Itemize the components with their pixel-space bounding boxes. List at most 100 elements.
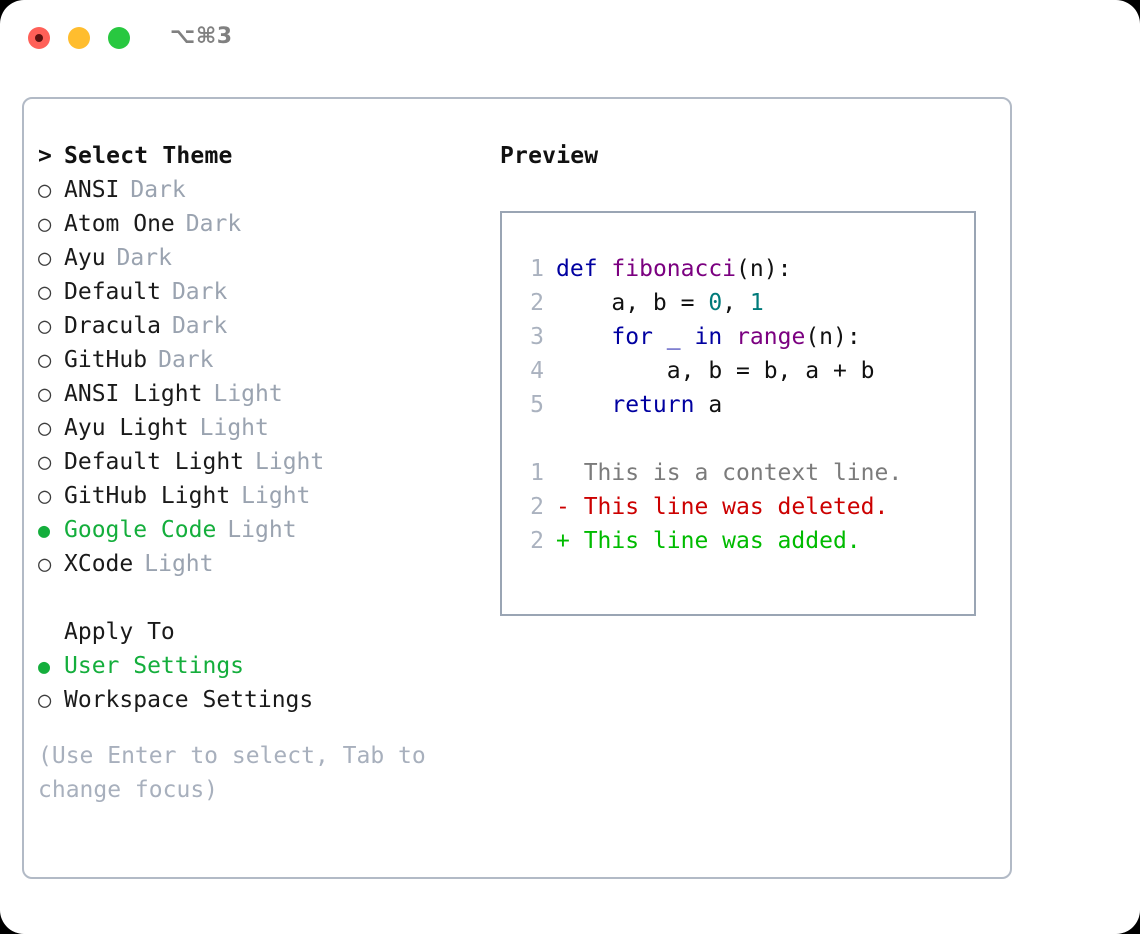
line-number: 4 bbox=[530, 358, 544, 384]
code-line: 2 a, b = 0, 1 bbox=[514, 286, 966, 320]
theme-variant-badge: Light bbox=[241, 483, 311, 509]
radio-unselected-icon: ○ bbox=[38, 178, 52, 203]
page-title: Select Theme bbox=[64, 143, 233, 169]
minimize-button[interactable] bbox=[68, 27, 90, 49]
theme-list-item[interactable]: ○ Default Dark bbox=[38, 275, 488, 309]
close-button[interactable] bbox=[28, 27, 50, 49]
code-line: 3 for _ in range(n): bbox=[514, 320, 966, 354]
radio-unselected-icon: ○ bbox=[38, 416, 52, 441]
radio-unselected-icon: ○ bbox=[38, 552, 52, 577]
theme-name: XCode bbox=[64, 551, 134, 577]
line-number: 2 bbox=[530, 528, 544, 554]
code-text: return a bbox=[556, 388, 722, 422]
title-bar: ⌥⌘3 bbox=[0, 0, 1140, 76]
theme-name: GitHub bbox=[64, 347, 148, 373]
code-token-pln bbox=[681, 324, 695, 350]
apply-to-option[interactable]: ● User Settings bbox=[38, 649, 488, 683]
theme-variant-badge: Dark bbox=[130, 177, 186, 203]
line-number: 2 bbox=[530, 290, 544, 316]
radio-unselected-icon: ○ bbox=[38, 688, 52, 713]
theme-name: Default bbox=[64, 279, 161, 305]
code-token-kw: def bbox=[556, 256, 598, 282]
theme-variant-badge: Light bbox=[213, 381, 283, 407]
code-token-num: 0 bbox=[708, 290, 723, 316]
radio-unselected-icon: ○ bbox=[38, 314, 52, 339]
theme-variant-badge: Light bbox=[144, 551, 214, 577]
code-diff-spacer bbox=[514, 422, 966, 456]
theme-variant-badge: Dark bbox=[171, 313, 228, 339]
code-token-fn: range bbox=[736, 324, 806, 350]
theme-variant-badge: Dark bbox=[116, 245, 172, 271]
radio-unselected-icon: ○ bbox=[38, 212, 52, 237]
code-text: a, b = b, a + b bbox=[556, 354, 875, 388]
code-token-pln: (n): bbox=[805, 324, 861, 350]
code-token-kw: for bbox=[611, 324, 653, 350]
apply-to-option-label: User Settings bbox=[64, 653, 245, 679]
code-token-pln bbox=[598, 256, 612, 282]
line-number: 1 bbox=[530, 460, 544, 486]
diff-text-ctx: This is a context line. bbox=[556, 460, 903, 486]
section-spacer bbox=[38, 581, 488, 615]
apply-to-list: ● User Settings ○ Workspace Settings bbox=[38, 649, 488, 717]
theme-picker-heading: > Select Theme bbox=[38, 139, 488, 173]
code-token-kw: _ bbox=[666, 324, 681, 350]
theme-list-item[interactable]: ○ Atom One Dark bbox=[38, 207, 488, 241]
record-indicator-icon bbox=[35, 34, 43, 42]
theme-variant-badge: Dark bbox=[171, 279, 228, 305]
code-token-pln: (n): bbox=[736, 256, 792, 282]
apply-to-option[interactable]: ○ Workspace Settings bbox=[38, 683, 488, 717]
diff-line: 1 This is a context line. bbox=[514, 456, 966, 490]
theme-variant-badge: Light bbox=[255, 449, 325, 475]
theme-name: Ayu Light bbox=[64, 415, 189, 441]
theme-variant-badge: Light bbox=[227, 517, 297, 543]
code-token-pln: , bbox=[722, 290, 750, 316]
line-number: 2 bbox=[530, 494, 544, 520]
diff-line: 2 - This line was deleted. bbox=[514, 490, 966, 524]
code-token-pln: a, b = b, a + b bbox=[666, 358, 875, 384]
apply-to-option-label: Workspace Settings bbox=[64, 687, 314, 713]
code-token-kw: in bbox=[694, 324, 723, 350]
code-token-pln: a bbox=[694, 392, 723, 418]
code-line: 4 a, b = b, a + b bbox=[514, 354, 966, 388]
theme-variant-badge: Dark bbox=[185, 211, 242, 237]
line-number: 5 bbox=[530, 392, 544, 418]
code-token-num: 1 bbox=[749, 290, 764, 316]
code-line: 5 return a bbox=[514, 388, 966, 422]
diff-line: 2 + This line was added. bbox=[514, 524, 966, 558]
theme-name: ANSI Light bbox=[64, 381, 203, 407]
diff-sample: 1 This is a context line. 2 - This line wa… bbox=[514, 456, 966, 558]
preview-title: Preview bbox=[500, 143, 599, 169]
diff-text-add: + This line was added. bbox=[556, 528, 861, 554]
radio-unselected-icon: ○ bbox=[38, 450, 52, 475]
theme-list-item[interactable]: ○ XCode Light bbox=[38, 547, 488, 581]
theme-name: Default Light bbox=[64, 449, 245, 475]
code-token-pln: a, b = bbox=[611, 290, 709, 316]
maximize-button[interactable] bbox=[108, 27, 130, 49]
code-token-pln bbox=[722, 324, 736, 350]
theme-name: Atom One bbox=[64, 211, 175, 237]
diff-text-del: - This line was deleted. bbox=[556, 494, 889, 520]
radio-unselected-icon: ○ bbox=[38, 280, 52, 305]
caret-icon: > bbox=[38, 143, 52, 169]
radio-unselected-icon: ○ bbox=[38, 484, 52, 509]
theme-list-item[interactable]: ○ Default Light Light bbox=[38, 445, 488, 479]
radio-selected-icon: ● bbox=[38, 654, 51, 678]
radio-unselected-icon: ○ bbox=[38, 246, 52, 271]
code-text: def fibonacci(n): bbox=[556, 252, 791, 286]
